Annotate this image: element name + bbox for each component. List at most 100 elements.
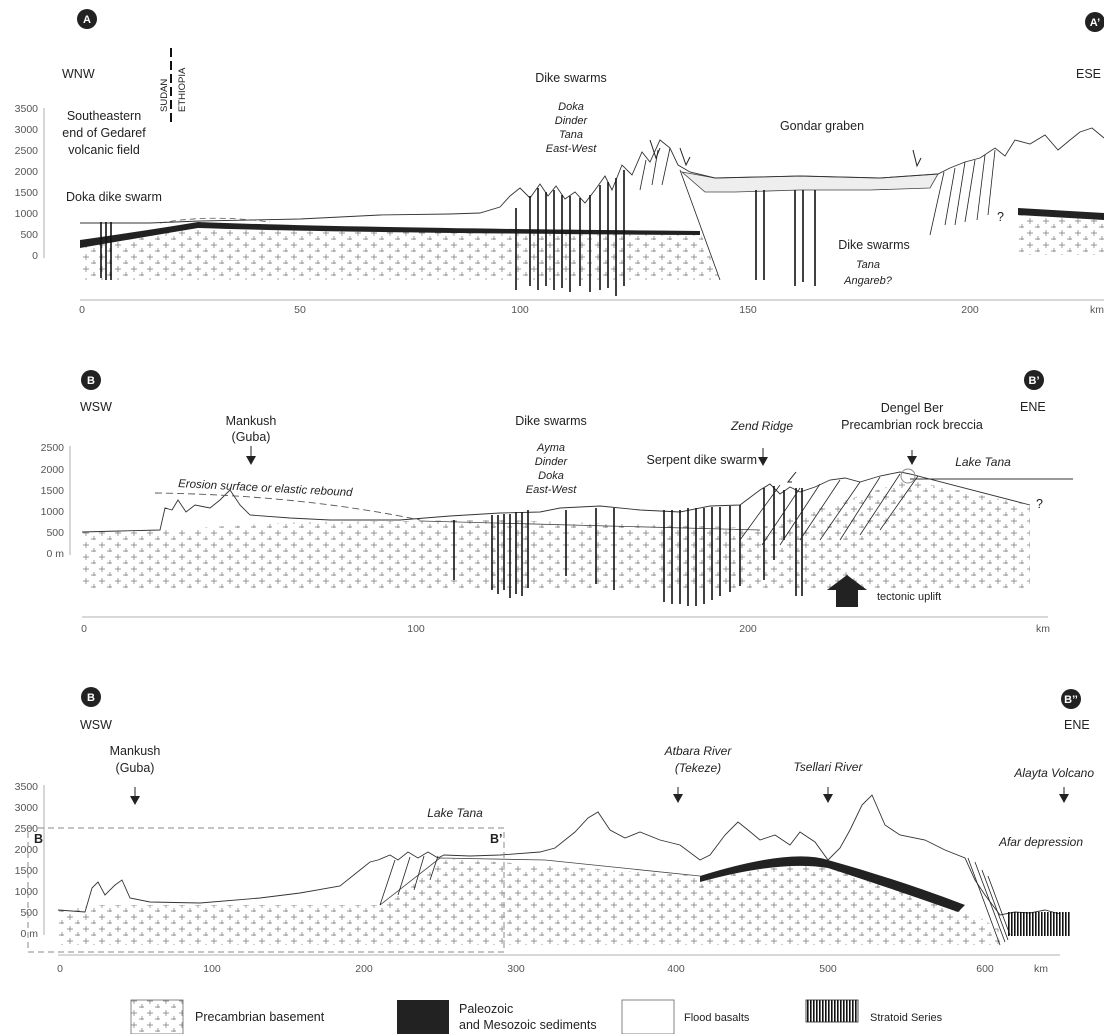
inset-label-b-prime: B’ — [490, 832, 503, 846]
svg-text:2000: 2000 — [15, 844, 39, 856]
svg-text:200: 200 — [739, 623, 757, 635]
svg-text:Atbara River: Atbara River — [664, 744, 733, 758]
gondar-graben-fill — [680, 171, 939, 193]
svg-text:2000: 2000 — [41, 464, 65, 476]
svg-text:200: 200 — [961, 304, 979, 316]
svg-text:100: 100 — [407, 623, 425, 635]
svg-text:Dinder: Dinder — [555, 115, 589, 127]
svg-text:and Mesozoic sediments: and Mesozoic sediments — [459, 1018, 597, 1032]
svg-text:Precambrian rock breccia: Precambrian rock breccia — [841, 418, 983, 432]
svg-text:East-West: East-West — [526, 484, 577, 496]
y-axis-c: 3500 3000 2500 2000 1500 1000 500 0 m — [15, 781, 45, 940]
dike-swarm-b — [453, 486, 803, 606]
svg-text:volcanic field: volcanic field — [68, 143, 140, 157]
border-marker: SUDAN ETHIOPIA — [159, 48, 188, 125]
svg-text:Dinder: Dinder — [535, 456, 569, 468]
svg-text:300: 300 — [507, 963, 525, 975]
question-b: ? — [1036, 497, 1043, 511]
svg-text:B’: B’ — [1029, 375, 1040, 387]
svg-text:500: 500 — [819, 963, 837, 975]
serpent-marker: Serpent dike swarm — [647, 448, 768, 467]
direction-ene-c: ENE — [1064, 718, 1090, 732]
svg-text:500: 500 — [46, 527, 64, 539]
breccia-marker — [900, 468, 916, 484]
badge-b-prime: B’ — [1024, 370, 1044, 390]
svg-text:0: 0 — [79, 304, 85, 316]
svg-text:0 m: 0 m — [20, 928, 38, 940]
mankush-marker-b: Mankush (Guba) — [226, 414, 277, 465]
fault-arrow-b — [786, 471, 797, 483]
svg-text:1000: 1000 — [15, 886, 39, 898]
sediment-layer-a — [80, 222, 700, 248]
svg-text:1500: 1500 — [15, 187, 39, 199]
svg-text:200: 200 — [355, 963, 373, 975]
svg-text:1500: 1500 — [15, 865, 39, 877]
svg-text:2500: 2500 — [15, 145, 39, 157]
svg-text:km: km — [1090, 304, 1104, 316]
svg-text:0: 0 — [32, 250, 38, 262]
inset-label-b: B — [34, 832, 43, 846]
svg-text:ETHIOPIA: ETHIOPIA — [177, 67, 188, 112]
basement-a-east — [1018, 215, 1104, 255]
basement-c — [58, 858, 1000, 945]
legend-flood-basalts: Flood basalts — [621, 999, 750, 1034]
svg-text:Mankush: Mankush — [226, 414, 277, 428]
dike-names-a: Doka Dinder Tana East-West — [546, 101, 597, 155]
svg-text:500: 500 — [20, 907, 38, 919]
svg-text:(Guba): (Guba) — [232, 430, 271, 444]
svg-text:B: B — [87, 375, 95, 387]
stratoid-series-block — [1008, 912, 1070, 936]
panel-b: B B’ WSW ENE 2500 2000 1500 1000 500 0 m… — [41, 370, 1073, 635]
legend: Precambrian basement Paleozoic and Mesoz… — [130, 999, 943, 1034]
svg-text:SUDAN: SUDAN — [159, 79, 170, 112]
svg-text:B: B — [87, 692, 95, 704]
uplift-arrow — [827, 575, 867, 607]
svg-text:km: km — [1034, 963, 1048, 975]
svg-text:end of Gedaref: end of Gedaref — [62, 126, 146, 140]
dike-name-angareb: Angareb? — [843, 275, 893, 287]
svg-text:Southeastern: Southeastern — [67, 109, 141, 123]
svg-text:Ayma: Ayma — [536, 442, 565, 454]
svg-text:0: 0 — [81, 623, 87, 635]
svg-text:Serpent dike swarm: Serpent dike swarm — [647, 453, 757, 467]
dike-swarms-label-a: Dike swarms — [535, 71, 607, 85]
svg-text:(Guba): (Guba) — [116, 761, 155, 775]
panel-a: A A’ WNW ESE SUDAN ETHIOPIA 3500 3000 25… — [15, 9, 1104, 316]
svg-text:3500: 3500 — [15, 103, 39, 115]
dike-swarm-a — [100, 170, 816, 296]
legend-stratoid: Stratoid Series — [805, 999, 943, 1024]
gondar-graben-label: Gondar graben — [780, 119, 864, 133]
svg-text:Alayta Volcano: Alayta Volcano — [1013, 766, 1094, 780]
svg-text:3000: 3000 — [15, 802, 39, 814]
terrain-c — [57, 794, 1061, 916]
tsellari-marker: Tsellari River — [794, 760, 864, 803]
svg-text:3000: 3000 — [15, 124, 39, 136]
sediment-layer-a-east — [1018, 208, 1104, 220]
svg-text:A’: A’ — [1090, 17, 1100, 29]
svg-text:0: 0 — [57, 963, 63, 975]
svg-text:Doka: Doka — [558, 101, 584, 113]
lake-tana-label-b: Lake Tana — [955, 455, 1011, 469]
atbara-marker: Atbara River (Tekeze) — [664, 744, 733, 803]
sediment-layer-c — [700, 856, 965, 912]
question-a: ? — [997, 210, 1004, 224]
svg-text:A: A — [83, 14, 91, 26]
svg-text:1000: 1000 — [41, 506, 65, 518]
svg-text:Flood basalts: Flood basalts — [684, 1012, 750, 1024]
svg-text:2500: 2500 — [15, 823, 39, 835]
dike-swarms-label-b: Dike swarms — [515, 414, 587, 428]
alayta-marker: Alayta Volcano — [1013, 766, 1094, 803]
badge-a-prime: A’ — [1085, 12, 1104, 32]
svg-text:km: km — [1036, 623, 1050, 635]
svg-text:500: 500 — [20, 229, 38, 241]
svg-text:Dengel Ber: Dengel Ber — [881, 401, 944, 415]
afar-depression-label: Afar depression — [998, 835, 1083, 849]
gedaref-label: Southeastern end of Gedaref volcanic fie… — [62, 109, 146, 157]
svg-text:Tsellari River: Tsellari River — [794, 760, 864, 774]
svg-text:Precambrian basement: Precambrian basement — [195, 1010, 325, 1024]
basement-b — [82, 480, 1030, 590]
terrain-a — [80, 127, 1104, 224]
legend-paleozoic: Paleozoic and Mesozoic sediments — [397, 1000, 597, 1034]
badge-b-double-prime: B’’ — [1061, 689, 1081, 709]
